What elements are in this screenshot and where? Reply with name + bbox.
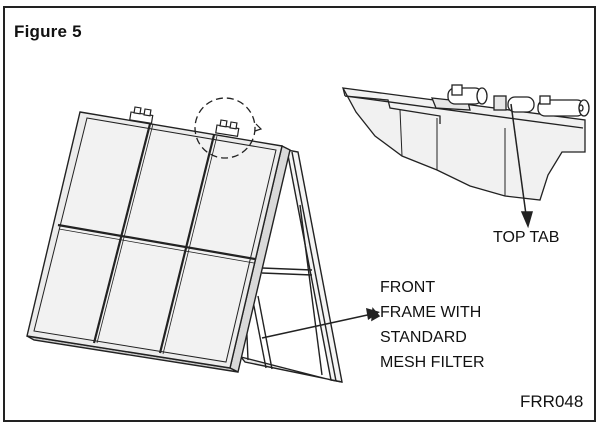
- figure-code: FRR048: [520, 392, 584, 411]
- arrow-icon: [261, 103, 533, 339]
- panel-top-tabs: [129, 106, 240, 138]
- front-frame-arrowhead-icon: [366, 308, 380, 320]
- top-tab-detail-view: [341, 84, 590, 201]
- front-frame-label-line-4: MESH FILTER: [380, 354, 485, 371]
- front-filter-panel: [26, 111, 291, 374]
- front-frame-label-line-3: STANDARD: [380, 329, 467, 346]
- top-tab-label: TOP TAB: [493, 229, 560, 246]
- front-frame-label-line-1: FRONT: [380, 279, 436, 296]
- dashed-circle-detail-icon: [194, 97, 263, 159]
- front-frame-label: FRONT FRAME WITH STANDARD MESH FILTER: [380, 275, 485, 375]
- front-frame-label-line-2: FRAME WITH: [380, 304, 482, 321]
- figure-title: Figure 5: [14, 22, 82, 41]
